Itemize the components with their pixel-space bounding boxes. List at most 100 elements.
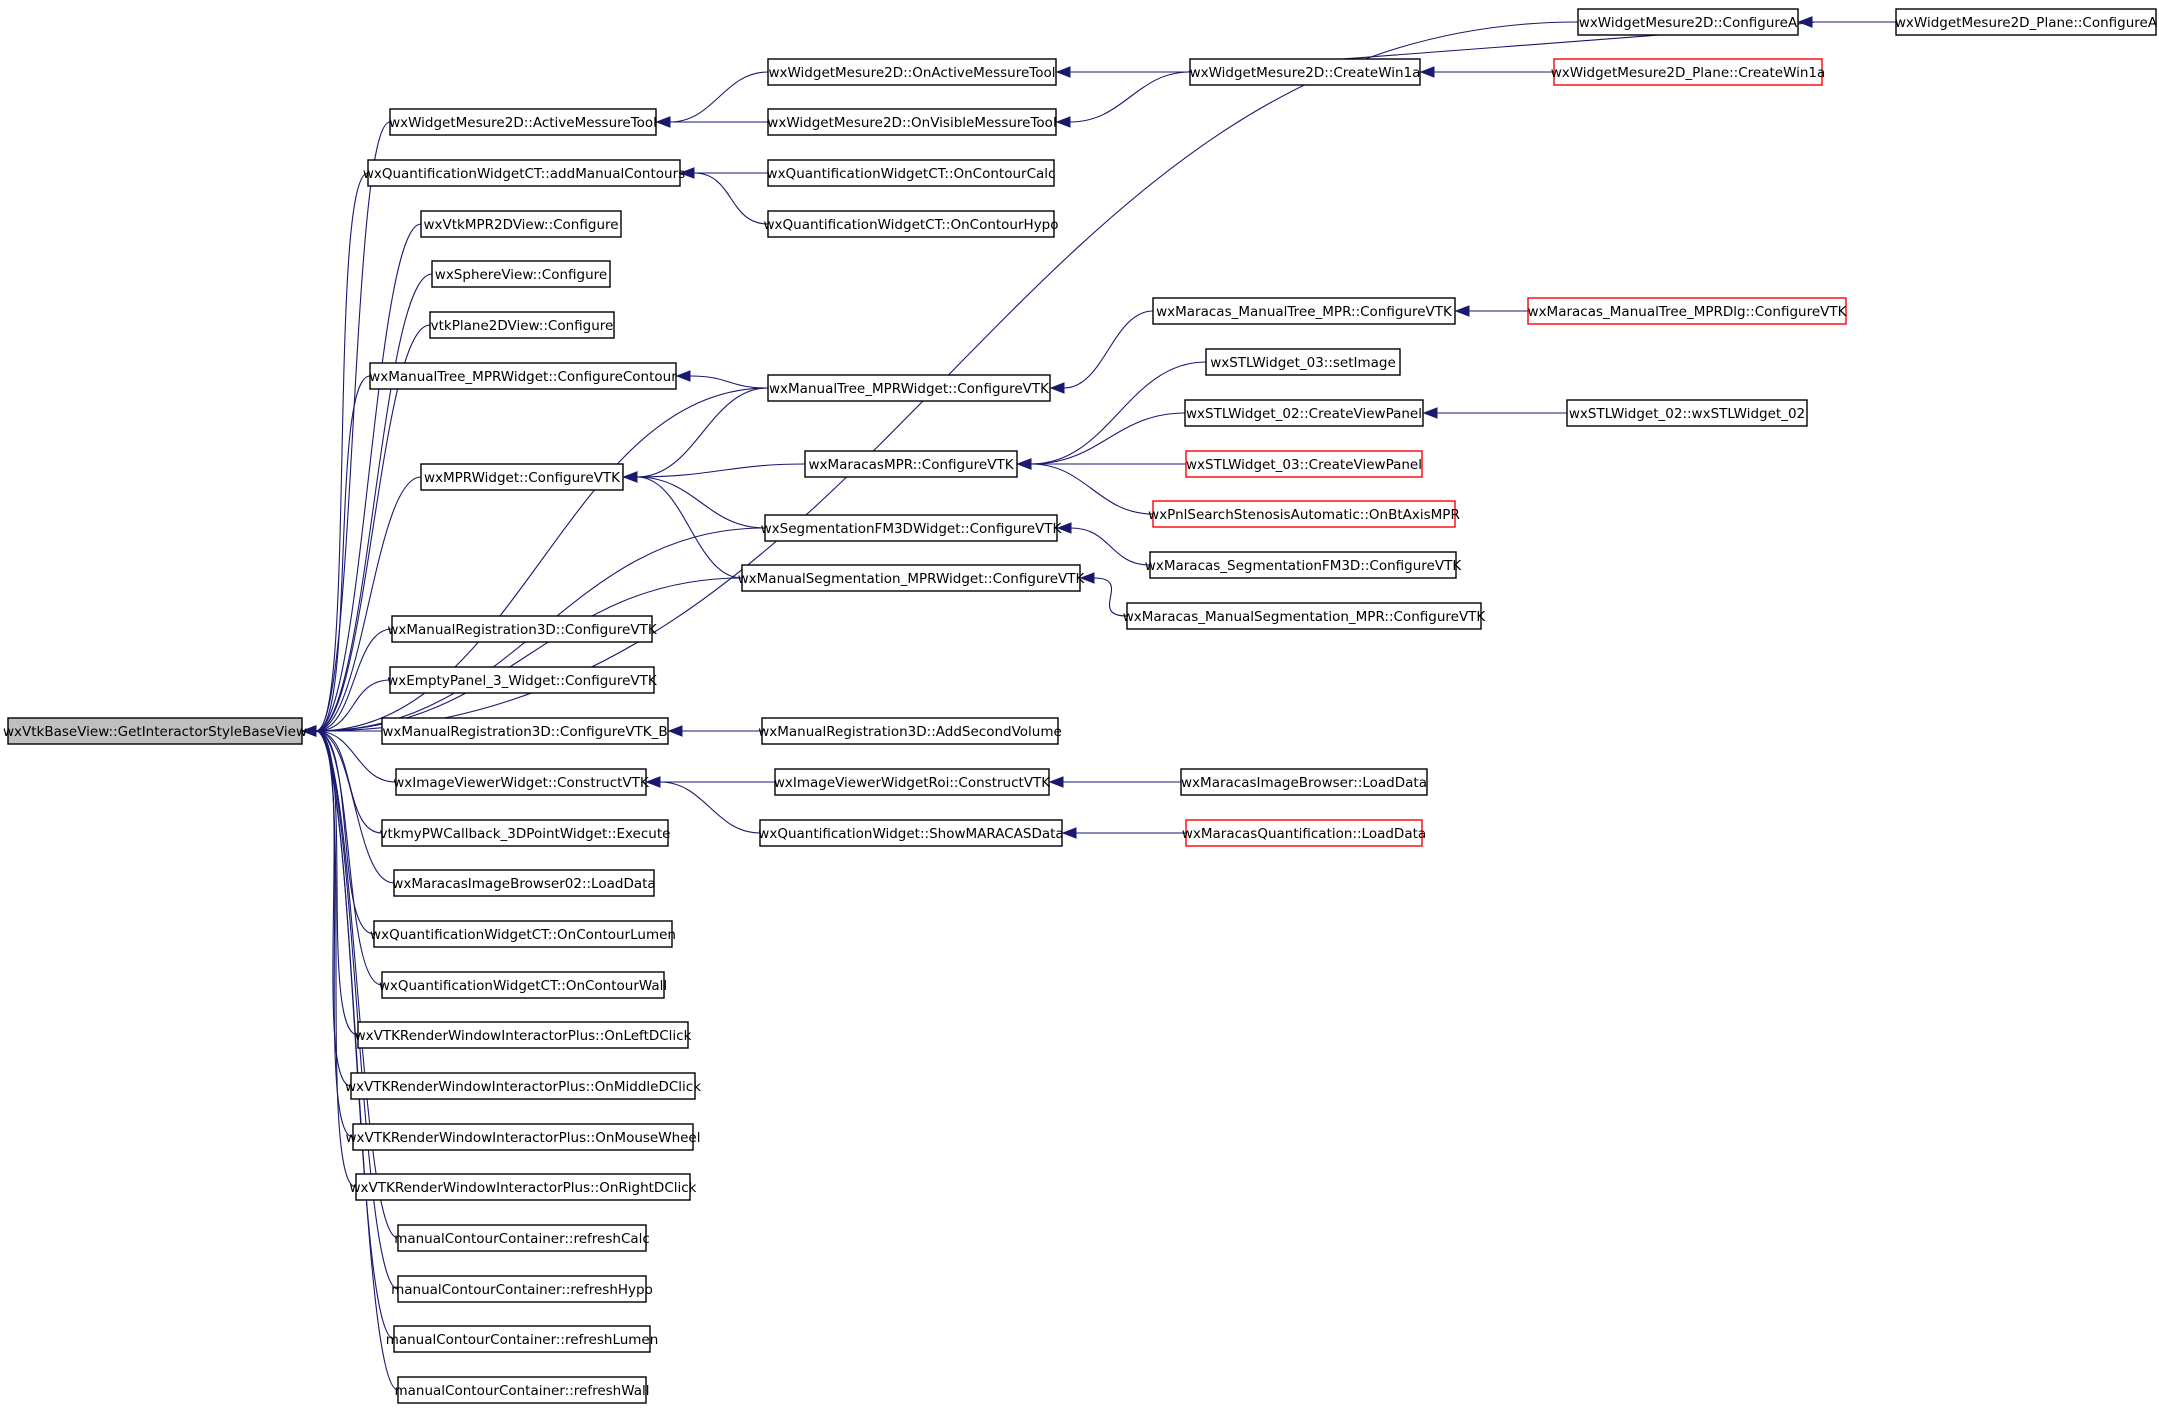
node-box[interactable]: [759, 819, 1063, 847]
node-box[interactable]: [389, 108, 657, 136]
node-box[interactable]: [1553, 58, 1823, 86]
node-n_segFM3D[interactable]: wxSegmentationFM3DWidget::ConfigureVTK: [761, 514, 1063, 542]
node-box[interactable]: [381, 717, 669, 745]
node-box[interactable]: [7, 717, 303, 745]
node-box[interactable]: [420, 463, 624, 491]
node-box[interactable]: [393, 869, 655, 897]
node-box[interactable]: [764, 514, 1058, 542]
node-box[interactable]: [1895, 8, 2157, 36]
node-box[interactable]: [350, 1072, 696, 1100]
node-box[interactable]: [1126, 602, 1482, 630]
node-box[interactable]: [767, 108, 1057, 136]
node-n_manReg[interactable]: wxManualRegistration3D::ConfigureVTK: [387, 615, 658, 643]
node-box[interactable]: [741, 564, 1081, 592]
node-box[interactable]: [397, 1376, 647, 1404]
node-n_stl03cvp[interactable]: wxSTLWidget_03::CreateViewPanel: [1185, 450, 1423, 478]
node-box[interactable]: [431, 260, 611, 288]
node-n_marManSeg[interactable]: wxMaracas_ManualSegmentation_MPR::Config…: [1123, 602, 1487, 630]
node-box[interactable]: [1577, 8, 1799, 36]
node-n_middleD[interactable]: wxVTKRenderWindowInteractorPlus::OnMiddl…: [345, 1072, 701, 1100]
node-n_stl02ctor[interactable]: wxSTLWidget_02::wxSTLWidget_02: [1566, 399, 1808, 427]
node-n_stenosis[interactable]: wxPnlSearchStenosisAutomatic::OnBtAxisMP…: [1148, 500, 1460, 528]
node-n_imgBrowserLoad[interactable]: wxMaracasImageBrowser::LoadData: [1180, 768, 1428, 796]
node-n_marSegFM3D[interactable]: wxMaracas_SegmentationFM3D::ConfigureVTK: [1145, 551, 1463, 579]
node-box[interactable]: [381, 819, 669, 847]
node-n_onActive[interactable]: wxWidgetMesure2D::OnActiveMessureTool: [767, 58, 1057, 86]
node-box[interactable]: [381, 971, 665, 999]
node-root[interactable]: wxVtkBaseView::GetInteractorStyleBaseVie…: [3, 717, 307, 745]
node-n_execute[interactable]: vtkmyPWCallback_3DPointWidget::Execute: [380, 819, 671, 847]
node-box[interactable]: [804, 450, 1018, 478]
node-n_planeCfgA[interactable]: wxWidgetMesure2D_Plane::ConfigureA: [1895, 8, 2158, 36]
node-box[interactable]: [369, 362, 677, 390]
node-n_showMaracas[interactable]: wxQuantificationWidget::ShowMARACASData: [758, 819, 1064, 847]
node-box[interactable]: [1184, 399, 1424, 427]
node-box[interactable]: [1180, 768, 1428, 796]
node-box[interactable]: [355, 1173, 691, 1201]
node-n_marMpr[interactable]: wxMaracasMPR::ConfigureVTK: [804, 450, 1018, 478]
node-n_sphere[interactable]: wxSphereView::Configure: [431, 260, 611, 288]
node-n_createWin[interactable]: wxWidgetMesure2D::CreateWin1a: [1189, 58, 1421, 86]
node-n_onLumen[interactable]: wxQuantificationWidgetCT::OnContourLumen: [370, 920, 676, 948]
node-n_leftD[interactable]: wxVTKRenderWindowInteractorPlus::OnLeftD…: [355, 1021, 692, 1049]
node-box[interactable]: [767, 210, 1055, 238]
node-n_wheel[interactable]: wxVTKRenderWindowInteractorPlus::OnMouse…: [346, 1123, 701, 1151]
node-n_refLumen[interactable]: manualContourContainer::refreshLumen: [386, 1325, 659, 1353]
node-n_empty3[interactable]: wxEmptyPanel_3_Widget::ConfigureVTK: [387, 666, 658, 694]
node-box[interactable]: [1149, 551, 1457, 579]
node-n_planeCreateWin[interactable]: wxWidgetMesure2D_Plane::CreateWin1a: [1551, 58, 1826, 86]
node-n_ivRoi[interactable]: wxImageViewerWidgetRoi::ConstructVTK: [774, 768, 1051, 796]
node-box[interactable]: [395, 768, 647, 796]
node-n_refWall[interactable]: manualContourContainer::refreshWall: [394, 1376, 650, 1404]
node-n_addSecond[interactable]: wxManualRegistration3D::AddSecondVolume: [758, 717, 1062, 745]
node-box[interactable]: [429, 311, 615, 339]
node-n_mtCfgVtk[interactable]: wxManualTree_MPRWidget::ConfigureVTK: [767, 374, 1051, 402]
node-n_mpr2d[interactable]: wxVtkMPR2DView::Configure: [420, 210, 622, 238]
node-box[interactable]: [1205, 348, 1401, 376]
node-n_manRegB[interactable]: wxManualRegistration3D::ConfigureVTK_B: [381, 717, 669, 745]
node-box[interactable]: [397, 1224, 647, 1252]
node-box[interactable]: [373, 920, 673, 948]
node-box[interactable]: [767, 58, 1057, 86]
node-box[interactable]: [389, 666, 655, 694]
node-box[interactable]: [391, 615, 653, 643]
node-n_refCalc[interactable]: manualContourContainer::refreshCalc: [394, 1224, 650, 1252]
node-n_browser02[interactable]: wxMaracasImageBrowser02::LoadData: [392, 869, 656, 897]
node-n_addManual[interactable]: wxQuantificationWidgetCT::addManualConto…: [363, 159, 685, 187]
node-n_activeTool[interactable]: wxWidgetMesure2D::ActiveMessureTool: [389, 108, 657, 136]
node-n_cfgA[interactable]: wxWidgetMesure2D::ConfigureA: [1577, 8, 1799, 36]
node-box[interactable]: [1566, 399, 1808, 427]
node-n_marMtCfg[interactable]: wxMaracas_ManualTree_MPR::ConfigureVTK: [1152, 297, 1456, 325]
node-box[interactable]: [1185, 819, 1423, 847]
node-box[interactable]: [767, 374, 1051, 402]
node-n_onVisible[interactable]: wxWidgetMesure2D::OnVisibleMessureTool: [767, 108, 1057, 136]
node-n_ivConstruct[interactable]: wxImageViewerWidget::ConstructVTK: [393, 768, 650, 796]
node-n_stl02cvp[interactable]: wxSTLWidget_02::CreateViewPanel: [1184, 399, 1424, 427]
node-box[interactable]: [397, 1275, 647, 1303]
node-box[interactable]: [352, 1123, 694, 1151]
node-box[interactable]: [357, 1021, 689, 1049]
node-n_stl03set[interactable]: wxSTLWidget_03::setImage: [1205, 348, 1401, 376]
node-box[interactable]: [1527, 297, 1847, 325]
node-box[interactable]: [393, 1325, 651, 1353]
node-n_refHypo[interactable]: manualContourContainer::refreshHypo: [391, 1275, 653, 1303]
node-n_mtCfgContour[interactable]: wxManualTree_MPRWidget::ConfigureContour: [369, 362, 677, 390]
node-box[interactable]: [367, 159, 681, 187]
node-n_marMtDlg[interactable]: wxMaracas_ManualTree_MPRDlg::ConfigureVT…: [1527, 297, 1848, 325]
node-n_mprWidget[interactable]: wxMPRWidget::ConfigureVTK: [420, 463, 624, 491]
node-n_quantLoad[interactable]: wxMaracasQuantification::LoadData: [1182, 819, 1426, 847]
node-box[interactable]: [774, 768, 1050, 796]
node-box[interactable]: [761, 717, 1059, 745]
node-n_onHypo[interactable]: wxQuantificationWidgetCT::OnContourHypo: [763, 210, 1059, 238]
node-n_manSeg[interactable]: wxManualSegmentation_MPRWidget::Configur…: [738, 564, 1086, 592]
node-box[interactable]: [1152, 500, 1456, 528]
node-n_rightD[interactable]: wxVTKRenderWindowInteractorPlus::OnRight…: [349, 1173, 697, 1201]
node-box[interactable]: [1185, 450, 1423, 478]
node-n_onCalc[interactable]: wxQuantificationWidgetCT::OnContourCalc: [767, 159, 1056, 187]
node-box[interactable]: [767, 159, 1055, 187]
node-box[interactable]: [420, 210, 622, 238]
node-box[interactable]: [1152, 297, 1456, 325]
node-box[interactable]: [1189, 58, 1421, 86]
node-n_onWall[interactable]: wxQuantificationWidgetCT::OnContourWall: [379, 971, 667, 999]
node-n_plane2d[interactable]: vtkPlane2DView::Configure: [429, 311, 615, 339]
